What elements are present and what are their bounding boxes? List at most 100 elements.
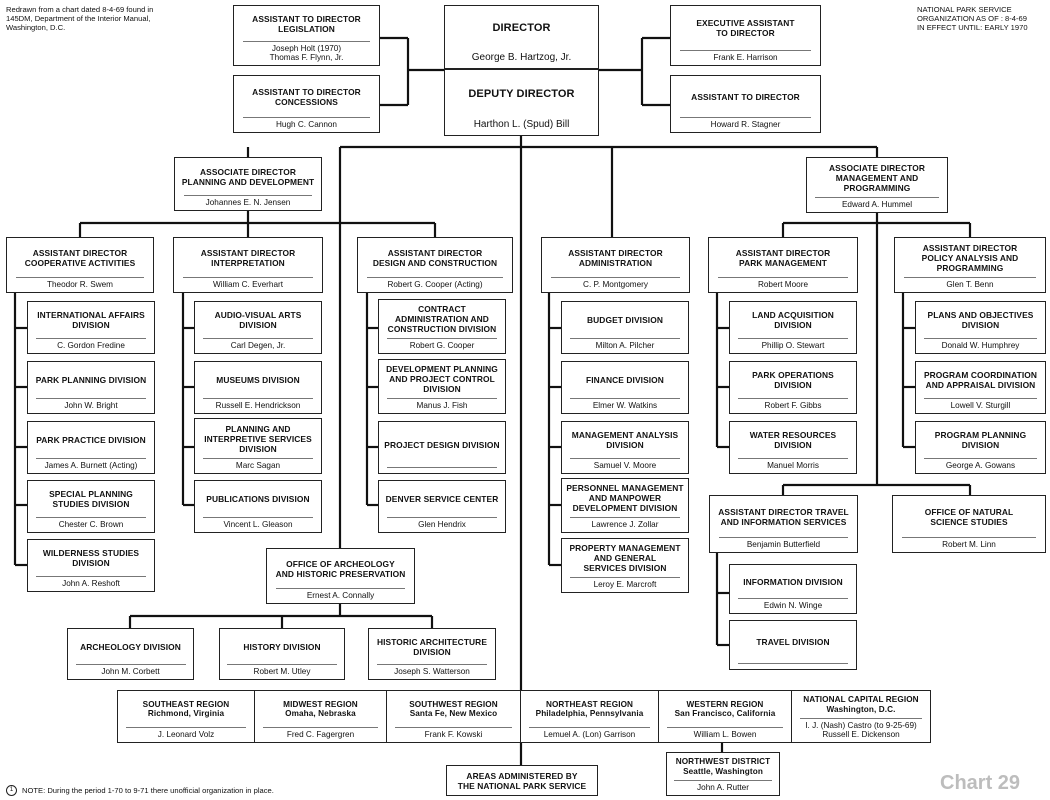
box-title: NORTHEAST REGION Philadelphia, Pennsylva… (535, 699, 644, 719)
assistant-concessions-box: ASSISTANT TO DIRECTOR CONCESSIONS Hugh C… (233, 75, 380, 133)
plans-objectives-division: PLANS AND OBJECTIVES DIVISION Donald W. … (915, 301, 1046, 354)
box-title: ASSISTANT DIRECTOR TRAVEL AND INFORMATIO… (718, 506, 849, 527)
box-title: OFFICE OF ARCHEOLOGY AND HISTORIC PRESER… (275, 558, 406, 579)
box-name: Vincent L. Gleason (202, 517, 314, 532)
land-acquisition-division: LAND ACQUISITION DIVISION Phillip O. Ste… (729, 301, 857, 354)
box-title: PROJECT DESIGN DIVISION (384, 439, 500, 450)
box-name: George A. Gowans (923, 458, 1038, 473)
box-title: DIRECTOR (492, 22, 551, 34)
assistant-to-director-box: ASSISTANT TO DIRECTOR Howard R. Stagner (670, 75, 821, 133)
information-division: INFORMATION DIVISION Edwin N. Winge (729, 564, 857, 614)
box-title: NORTHWEST DISTRICT Seattle, Washington (675, 757, 771, 776)
box-name: Ernest A. Connally (275, 588, 406, 603)
box-name: Benjamin Butterfield (718, 537, 849, 552)
box-title: SOUTHEAST REGION Richmond, Virginia (142, 699, 230, 719)
box-title: MANAGEMENT ANALYSIS DIVISION (571, 430, 679, 450)
water-resources-division: WATER RESOURCES DIVISION Manuel Morris (729, 421, 857, 474)
office-archeology-box: OFFICE OF ARCHEOLOGY AND HISTORIC PRESER… (266, 548, 415, 604)
box-name: John M. Corbett (75, 664, 186, 679)
box-name: Chester C. Brown (35, 517, 147, 532)
box-title: MUSEUMS DIVISION (216, 375, 300, 385)
box-name: Glen Hendrix (386, 517, 498, 532)
assistant-design-box: ASSISTANT DIRECTOR DESIGN AND CONSTRUCTI… (357, 237, 513, 293)
box-name (737, 663, 849, 669)
international-affairs-division: INTERNATIONAL AFFAIRS DIVISION C. Gordon… (27, 301, 155, 354)
interpretive-services-division: PLANNING AND INTERPRETIVE SERVICES DIVIS… (194, 418, 322, 474)
region-southeast: SOUTHEAST REGION Richmond, Virginia J. L… (117, 690, 255, 743)
box-title: INTERNATIONAL AFFAIRS DIVISION (37, 310, 145, 330)
management-analysis-division: MANAGEMENT ANALYSIS DIVISION Samuel V. M… (561, 421, 689, 474)
box-title: SPECIAL PLANNING STUDIES DIVISION (49, 489, 133, 509)
assistant-travel-box: ASSISTANT DIRECTOR TRAVEL AND INFORMATIO… (709, 495, 858, 553)
region-western: WESTERN REGION San Francisco, California… (658, 690, 792, 743)
box-name: Lemuel A. (Lon) Garrison (529, 727, 650, 742)
box-title: TRAVEL DIVISION (756, 637, 830, 647)
box-title: LAND ACQUISITION DIVISION (752, 310, 834, 330)
box-title: AREAS ADMINISTERED BY THE NATIONAL PARK … (457, 770, 587, 791)
travel-division: TRAVEL DIVISION (729, 620, 857, 670)
box-name: Lowell V. Sturgill (923, 398, 1038, 413)
program-coordination-division: PROGRAM COORDINATION AND APPRAISAL DIVIS… (915, 361, 1046, 414)
box-name: John A. Reshoft (35, 576, 147, 591)
denver-service-center: DENVER SERVICE CENTER Glen Hendrix (378, 480, 506, 533)
box-name: Robert M. Linn (902, 537, 1036, 552)
box-title: ASSISTANT DIRECTOR POLICY ANALYSIS AND P… (921, 242, 1019, 273)
museums-division: MUSEUMS DIVISION Russell E. Hendrickson (194, 361, 322, 414)
box-name: Elmer W. Watkins (569, 398, 681, 413)
contract-administration-division: CONTRACT ADMINISTRATION AND CONSTRUCTION… (378, 299, 506, 354)
box-name: Joseph Holt (1970) Thomas F. Flynn, Jr. (242, 41, 371, 65)
assistant-administration-box: ASSISTANT DIRECTOR ADMINISTRATION C. P. … (541, 237, 690, 293)
box-title: INFORMATION DIVISION (743, 576, 843, 587)
associate-planning-box: ASSOCIATE DIRECTOR PLANNING AND DEVELOPM… (174, 157, 322, 211)
assistant-interpretation-box: ASSISTANT DIRECTOR INTERPRETATION Willia… (173, 237, 323, 293)
box-name: William C. Everhart (182, 277, 314, 292)
development-planning-division: DEVELOPMENT PLANNING AND PROJECT CONTROL… (378, 359, 506, 414)
box-title: NATIONAL CAPITAL REGION Washington, D.C. (803, 695, 919, 714)
box-title: EXECUTIVE ASSISTANT TO DIRECTOR (696, 18, 795, 38)
box-title: ASSOCIATE DIRECTOR PLANNING AND DEVELOPM… (181, 166, 315, 187)
wilderness-studies-division: WILDERNESS STUDIES DIVISION John A. Resh… (27, 539, 155, 592)
areas-administered-box: AREAS ADMINISTERED BY THE NATIONAL PARK … (446, 765, 598, 796)
assistant-legislation-box: ASSISTANT TO DIRECTOR LEGISLATION Joseph… (233, 5, 380, 66)
deputy-director-box: DEPUTY DIRECTOR Harthon L. (Spud) Bill (444, 69, 599, 136)
box-name: Robert Moore (717, 277, 849, 292)
region-midwest: MIDWEST REGION Omaha, Nebraska Fred C. F… (254, 690, 387, 743)
box-title: PROGRAM PLANNING DIVISION (934, 430, 1027, 450)
box-title: ARCHEOLOGY DIVISION (80, 641, 181, 652)
park-practice-division: PARK PRACTICE DIVISION James A. Burnett … (27, 421, 155, 474)
box-name: George B. Hartzog, Jr. (471, 52, 572, 63)
box-name: Theodor R. Swem (15, 277, 145, 292)
box-title: PARK PRACTICE DIVISION (36, 435, 146, 445)
box-name: Manuel Morris (737, 458, 849, 473)
box-name: Frank F. Kowski (394, 727, 513, 742)
box-title: CONTRACT ADMINISTRATION AND CONSTRUCTION… (387, 304, 497, 334)
property-management-division: PROPERTY MANAGEMENT AND GENERAL SERVICES… (561, 538, 689, 593)
box-name: Hugh C. Cannon (242, 117, 371, 132)
region-national-capital: NATIONAL CAPITAL REGION Washington, D.C.… (791, 690, 931, 743)
associate-management-box: ASSOCIATE DIRECTOR MANAGEMENT AND PROGRA… (806, 157, 948, 213)
box-title: ASSISTANT TO DIRECTOR (691, 91, 800, 102)
box-title: ASSISTANT DIRECTOR COOPERATIVE ACTIVITIE… (24, 247, 136, 268)
assistant-policy-box: ASSISTANT DIRECTOR POLICY ANALYSIS AND P… (894, 237, 1046, 293)
archeology-division: ARCHEOLOGY DIVISION John M. Corbett (67, 628, 194, 680)
executive-assistant-box: EXECUTIVE ASSISTANT TO DIRECTOR Frank E.… (670, 5, 821, 66)
box-title: PROPERTY MANAGEMENT AND GENERAL SERVICES… (569, 543, 681, 573)
box-name: Fred C. Fagergren (262, 727, 379, 742)
box-title: PARK OPERATIONS DIVISION (752, 370, 834, 390)
chart-number-label: Chart 29 (940, 772, 1021, 794)
box-name: Phillip O. Stewart (737, 338, 849, 353)
box-title: ASSISTANT DIRECTOR ADMINISTRATION (568, 247, 663, 268)
box-title: ASSISTANT DIRECTOR DESIGN AND CONSTRUCTI… (372, 247, 498, 268)
box-name: Harthon L. (Spud) Bill (473, 119, 570, 130)
box-name: Leroy E. Marcroft (569, 577, 681, 592)
box-title: ASSISTANT TO DIRECTOR CONCESSIONS (252, 86, 361, 107)
box-title: PUBLICATIONS DIVISION (206, 494, 310, 504)
box-title: HISTORY DIVISION (243, 641, 321, 652)
box-name: Frank E. Harrison (679, 50, 812, 65)
project-design-division: PROJECT DESIGN DIVISION (378, 421, 506, 474)
box-name: Lawrence J. Zollar (569, 517, 681, 532)
footnote-marker-icon: 1 (6, 785, 17, 796)
box-title: MIDWEST REGION Omaha, Nebraska (283, 699, 358, 719)
personnel-management-division: PERSONNEL MANAGEMENT AND MANPOWER DEVELO… (561, 478, 689, 533)
program-planning-division: PROGRAM PLANNING DIVISION George A. Gowa… (915, 421, 1046, 474)
